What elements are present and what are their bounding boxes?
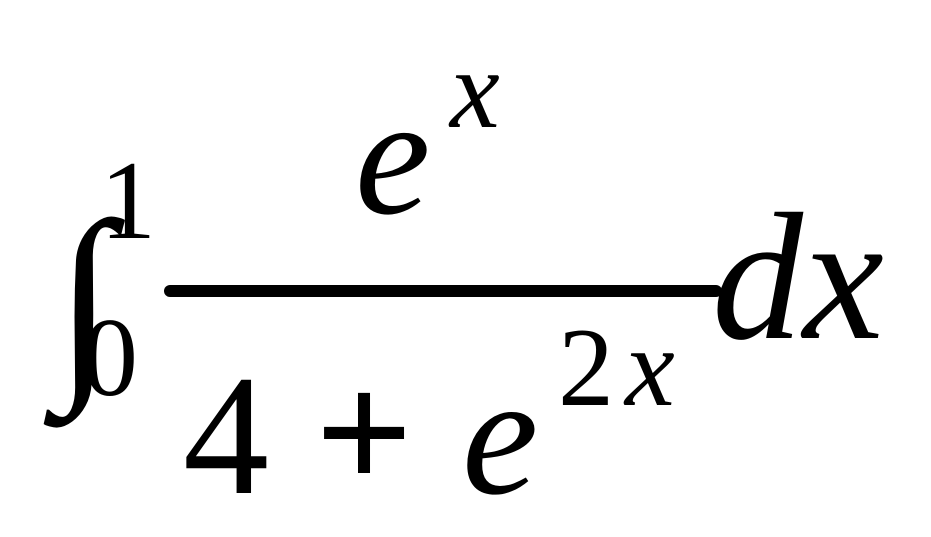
denominator-exponent-variable: x xyxy=(623,306,675,430)
lower-limit: 0 xyxy=(82,296,138,420)
denominator-exponent-coefficient: 2 xyxy=(558,306,614,430)
differential: dx xyxy=(712,177,884,378)
denominator-base: e xyxy=(462,341,538,531)
denominator-plus: + xyxy=(315,338,413,528)
numerator-exponent: x xyxy=(448,28,500,152)
numerator-base: e xyxy=(355,62,430,250)
denominator-constant: 4 xyxy=(183,341,269,531)
integral-sign: ∫ xyxy=(43,178,125,428)
upper-limit: 1 xyxy=(100,139,156,263)
